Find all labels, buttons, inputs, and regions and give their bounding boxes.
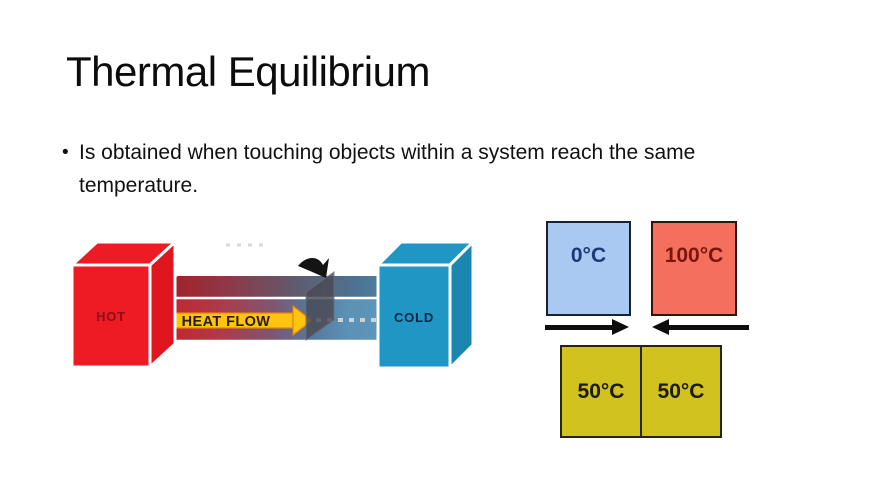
hot-cube-front-face [70, 263, 152, 369]
result-left-label: 50°C [577, 379, 625, 403]
arrow-right-icon [545, 319, 629, 335]
hot-object-label: 100°C [664, 244, 724, 267]
heat-flow-arrow: HEAT FLOW [156, 304, 313, 337]
hot-object-box: 100°C [651, 221, 737, 316]
cold-cube: COLD [374, 238, 477, 372]
equilibrium-result-box: 50°C 50°C [560, 345, 722, 438]
arrow-left-icon [652, 319, 749, 335]
bar-top-face [152, 274, 415, 299]
cold-cube-side-face [448, 238, 475, 372]
heat-conduction-bar [152, 274, 415, 343]
hot-cube-side-face [148, 238, 177, 371]
result-right-half: 50°C [640, 347, 720, 436]
cold-object-label: 0°C [570, 244, 607, 267]
cold-cube-front-face [376, 263, 452, 370]
heat-flow-arrow-head [292, 304, 313, 337]
cold-cube-label: COLD [394, 310, 434, 325]
hot-cube: HOT [68, 238, 179, 371]
bullet-text: Is obtained when touching objects within… [79, 141, 696, 197]
hot-cube-label: HOT [96, 309, 126, 324]
heat-flow-label: HEAT FLOW [182, 314, 271, 330]
heat-flow-diagram: HEAT FLOW HOT COLD [68, 238, 477, 372]
cross-section-plate [305, 271, 335, 341]
result-left-half: 50°C [562, 347, 640, 436]
page-title: Thermal Equilibrium [66, 48, 430, 95]
bullet-marker: • [62, 142, 69, 163]
result-right-label: 50°C [657, 379, 705, 403]
pointer-arrow-icon [298, 257, 329, 278]
bullet-item: • Is obtained when touching objects with… [62, 136, 807, 202]
cold-object-box: 0°C [546, 221, 631, 316]
